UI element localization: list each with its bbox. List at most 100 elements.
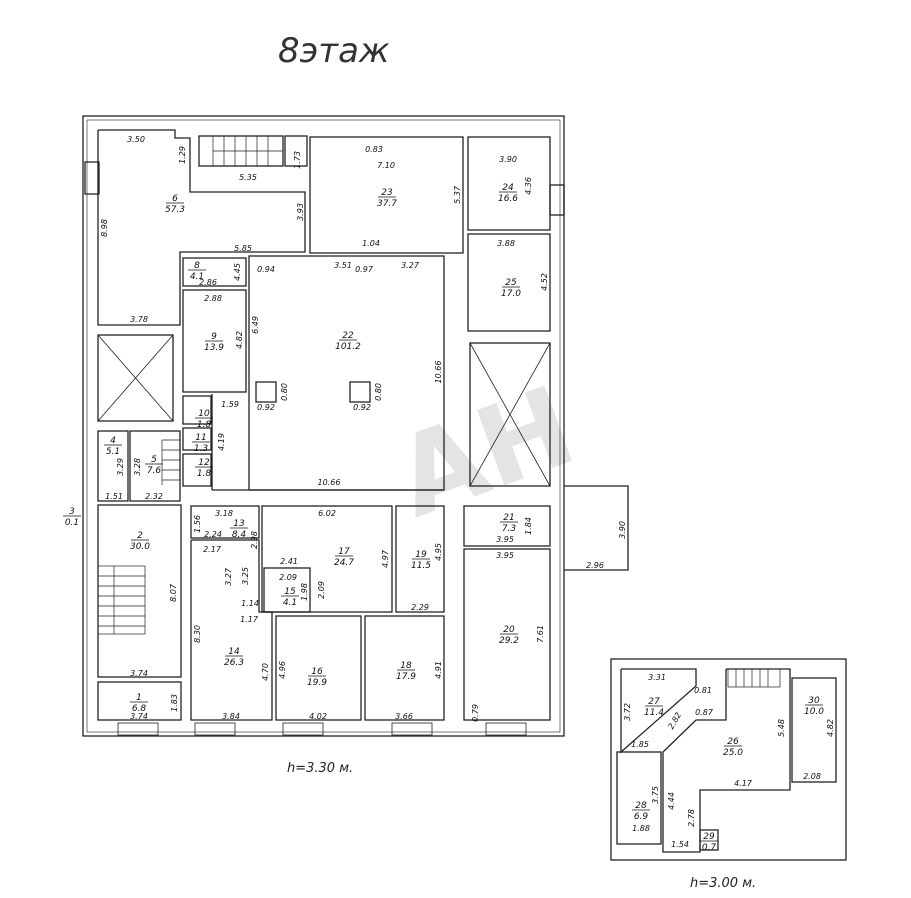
shaft-right [469,342,551,487]
dimension-label: 3.66 [395,712,413,721]
room-number: 16 [311,667,323,677]
room-area: 6.9 [634,812,649,822]
room-30-wall [791,677,837,783]
room-number: 24 [502,183,514,193]
room-5-wall [129,430,181,502]
room-number: 17 [338,547,350,557]
dimension-label: 3.50 [127,135,145,144]
room-28-wall [616,751,662,845]
dimension-label: 0.92 [257,403,275,412]
dimension-label: 2.08 [803,772,821,781]
dimension-label: 1.85 [631,740,649,749]
room-area: 29.2 [499,636,519,646]
floor-title: 8этаж [278,31,390,71]
stair-top-steps [212,136,283,166]
shaft-left [97,334,174,422]
room-area: 16.6 [498,194,518,204]
dimension-labels: 3.501.295.351.738.983.935.853.780.837.10… [100,135,835,849]
room-number: 15 [284,587,296,597]
room-label-8: 84.1 [188,261,206,282]
wc-11 [182,427,212,451]
room-label-15: 154.1 [281,587,299,608]
room-number: 14 [228,647,240,657]
dimension-label: 0.87 [695,708,714,717]
room-area: 24.7 [334,558,354,568]
bay-window-left [84,161,100,195]
room-18-wall [364,615,445,721]
dimension-label: 3.31 [648,673,666,682]
annex-building [610,658,847,861]
room-number: 5 [151,455,157,465]
room-area: 1.8 [197,469,212,479]
room-24-wall [467,136,551,231]
room-label-2: 230.0 [130,531,150,552]
dimension-label: 2.09 [279,573,297,582]
room-4-wall [97,430,129,502]
room-label-9: 913.9 [204,332,224,353]
room-area: 0.7 [702,843,717,853]
dimension-label: 2.78 [687,809,696,827]
room-number: 26 [727,737,739,747]
room-area: 7.6 [147,466,162,476]
room-number: 9 [211,332,217,342]
room-area: 4.1 [283,598,297,608]
room-label-3: 30.1 [63,507,81,528]
dimension-label: 4.91 [434,661,443,679]
room-area: 25.0 [723,748,743,758]
room-number: 25 [505,278,517,288]
room-label-4: 45.1 [104,436,122,457]
wc-12 [182,453,212,487]
dimension-label: 2.86 [199,278,217,287]
outer-wall [82,115,565,737]
dimension-label: 3.28 [133,458,142,476]
height-annex-label: h=3.00 м. [690,876,756,891]
room-area: 10.0 [804,707,824,717]
room-label-12: 121.8 [195,458,213,479]
dimension-label: 3.78 [130,315,148,324]
dimension-label: 5.85 [234,244,252,253]
dimension-label: 3.75 [651,786,660,804]
room-area: 0.1 [65,518,79,528]
dimension-label: 4.97 [381,549,390,568]
dimension-label: 1.56 [193,515,202,533]
dimension-label: 8.30 [193,625,202,643]
room-area: 8.4 [232,530,247,540]
room-label-5: 57.6 [145,455,163,476]
dimension-label: 3.25 [241,567,250,585]
room-13-wall [190,505,260,539]
dimension-label: 3.74 [130,712,148,721]
room-label-1: 16.8 [130,693,148,714]
dimension-label: 2.17 [203,545,222,554]
dimension-label: 4.02 [309,712,327,721]
dimension-label: 3.27 [401,261,420,270]
room-number: 10 [198,409,210,419]
room-number: 27 [648,697,660,707]
room-number: 21 [503,513,514,523]
room-area: 19.9 [307,678,327,688]
room-27-wall [620,668,697,754]
dimension-label: 3.90 [499,155,517,164]
dimension-label: 3.72 [623,703,632,721]
dimension-label: 5.37 [453,185,462,204]
room-number: 8 [194,261,200,271]
room-label-28: 286.9 [632,801,650,822]
room-area: 11.5 [411,561,431,571]
dimension-label: 7.61 [536,625,545,643]
main-building [82,115,629,737]
dimension-label: 10.66 [434,361,443,384]
dimension-label: 5.35 [239,173,257,182]
room-area: 30.0 [130,542,150,552]
room-area: 7.3 [502,524,517,534]
room-label-29: 290.7 [700,832,718,853]
balcony [564,485,629,571]
dimension-label: 1.59 [221,400,239,409]
dimension-label: 4.19 [217,433,226,451]
room-number: 29 [703,832,715,842]
dimension-label: 0.80 [280,383,289,401]
room-area: 11.4 [644,708,664,718]
dimension-label: 4.70 [261,663,270,681]
dimension-label: 4.17 [734,779,753,788]
